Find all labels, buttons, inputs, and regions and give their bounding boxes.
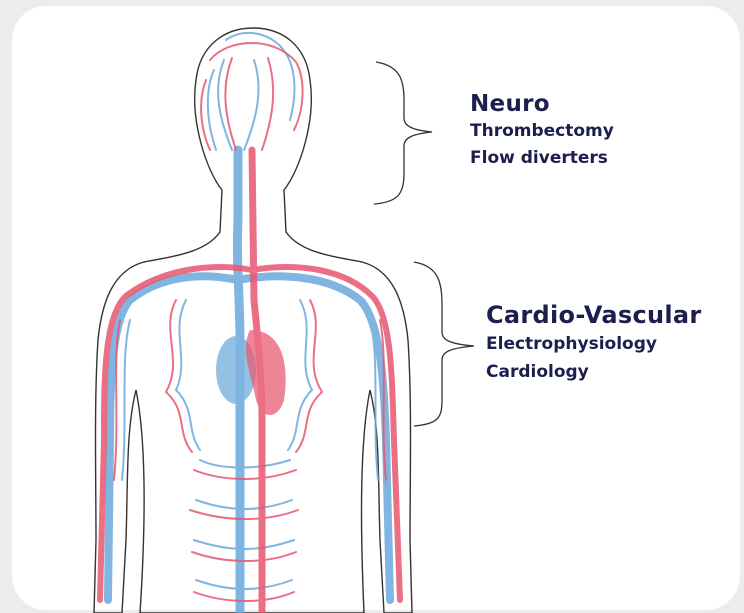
cardio-brace	[414, 262, 474, 426]
neuro-label-group: Neuro Thrombectomy Flow diverters	[470, 90, 614, 172]
cardio-item-electrophysiology: Electrophysiology	[486, 330, 702, 358]
neuro-item-thrombectomy: Thrombectomy	[470, 118, 614, 145]
cardio-title: Cardio-Vascular	[486, 300, 702, 330]
neuro-brace	[374, 62, 432, 204]
cardio-label-group: Cardio-Vascular Electrophysiology Cardio…	[486, 300, 702, 386]
neuro-item-flow-diverters: Flow diverters	[470, 145, 614, 172]
cardio-item-cardiology: Cardiology	[486, 358, 702, 386]
neuro-title: Neuro	[470, 90, 614, 118]
